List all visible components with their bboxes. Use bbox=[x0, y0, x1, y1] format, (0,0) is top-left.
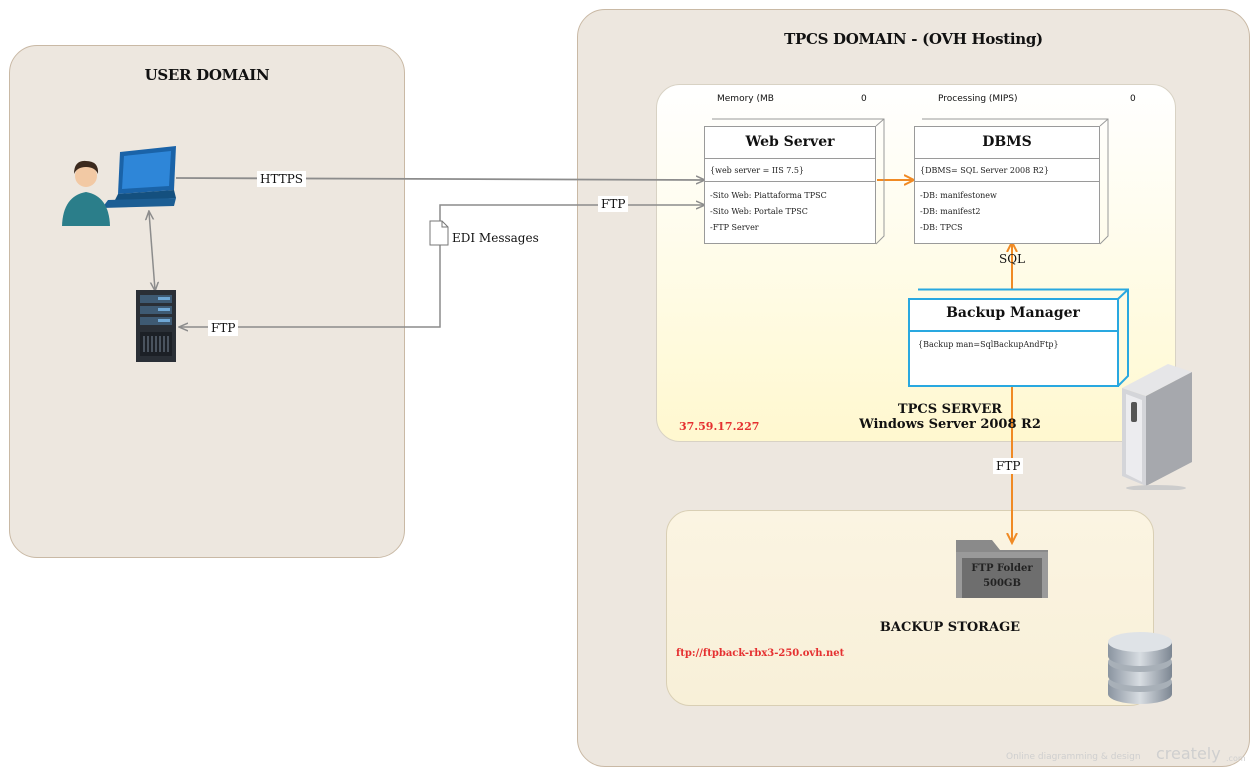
server-rack-icon bbox=[136, 290, 176, 362]
ftp-edi-edge bbox=[180, 205, 704, 327]
tpcs-domain-title: TPCS DOMAIN - (OVH Hosting) bbox=[784, 30, 1043, 48]
memory-label: Memory (MB bbox=[717, 94, 774, 104]
sql-label: SQL bbox=[999, 252, 1026, 266]
watermark-text: Online diagramming & design bbox=[1006, 752, 1141, 762]
dbms-node: DBMS {DBMS= SQL Server 2008 R2} -DB: man… bbox=[914, 118, 1109, 245]
processing-value: 0 bbox=[1130, 94, 1136, 104]
web-server-attribute: {web server = IIS 7.5} bbox=[710, 166, 805, 175]
watermark-brand: creately bbox=[1156, 744, 1221, 763]
web-server-node: Web Server {web server = IIS 7.5} -Sito … bbox=[704, 118, 885, 245]
backup-manager-title: Backup Manager bbox=[946, 305, 1080, 321]
processing-label: Processing (MIPS) bbox=[938, 94, 1018, 104]
dbms-item: -DB: TPCS bbox=[920, 223, 963, 232]
ftp-backup-label: FTP bbox=[993, 458, 1024, 474]
backup-storage-title: BACKUP STORAGE bbox=[879, 620, 1021, 635]
watermark-suffix: .com bbox=[1226, 754, 1246, 763]
server-ip: 37.59.17.227 bbox=[679, 420, 760, 433]
https-label: HTTPS bbox=[257, 171, 306, 187]
tower-server-icon bbox=[1122, 364, 1192, 490]
ftp-folder-line2: 500GB bbox=[983, 578, 1021, 589]
ftp-folder-icon bbox=[956, 540, 1048, 598]
user-domain-title: USER DOMAIN bbox=[144, 66, 270, 84]
backup-storage-area bbox=[666, 510, 1154, 706]
web-server-item: -Sito Web: Portale TPSC bbox=[710, 207, 808, 216]
ftp-web-label: FTP bbox=[598, 196, 629, 212]
tpcs-server-os: Windows Server 2008 R2 bbox=[859, 417, 1041, 432]
ftp-folder-line1: FTP Folder bbox=[971, 563, 1033, 574]
memory-value: 0 bbox=[861, 94, 867, 104]
backup-manager-attribute: {Backup man=SqlBackupAndFtp} bbox=[918, 340, 1059, 349]
ftp-user-label: FTP bbox=[208, 320, 239, 336]
edi-messages-label: EDI Messages bbox=[452, 231, 539, 245]
document-icon bbox=[429, 220, 449, 246]
dbms-item: -DB: manifest2 bbox=[920, 207, 981, 216]
https-edge bbox=[175, 178, 704, 180]
dbms-item: -DB: manifestonew bbox=[920, 191, 997, 200]
database-icon bbox=[1108, 632, 1172, 704]
web-server-item: -FTP Server bbox=[710, 223, 759, 232]
dbms-title: DBMS bbox=[982, 134, 1032, 150]
backup-manager-node: Backup Manager {Backup man=SqlBackupAndF… bbox=[908, 288, 1129, 388]
backup-storage-url: ftp://ftpback-rbx3-250.ovh.net bbox=[676, 648, 845, 659]
tpcs-server-name: TPCS SERVER bbox=[897, 402, 1003, 417]
user-computer-icon bbox=[62, 146, 176, 226]
web-server-title: Web Server bbox=[745, 134, 835, 150]
web-server-item: -Sito Web: Piattaforma TPSC bbox=[710, 191, 827, 200]
user-server-edge bbox=[149, 212, 155, 290]
dbms-attribute: {DBMS= SQL Server 2008 R2} bbox=[920, 166, 1049, 175]
